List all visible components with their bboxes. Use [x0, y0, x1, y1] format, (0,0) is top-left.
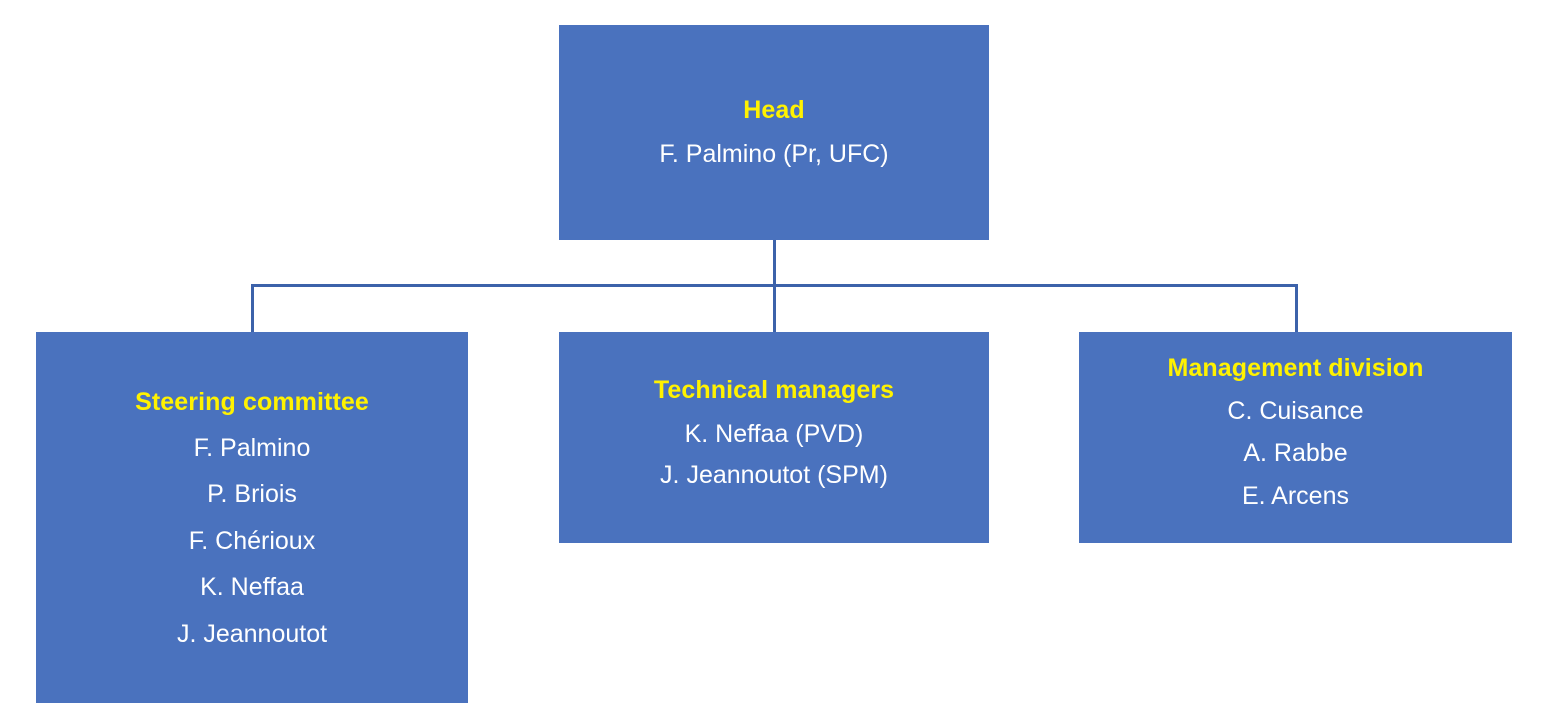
org-member: A. Rabbe [1243, 439, 1348, 467]
connector-head-to-bus [773, 240, 776, 287]
org-member: C. Cuisance [1227, 396, 1364, 425]
org-member: F. Chérioux [188, 526, 316, 555]
org-node-head-members: F. Palmino (Pr, UFC) [659, 140, 888, 170]
connector-bus-to-steering [251, 284, 254, 333]
org-node-management-division: Management division C. Cuisance A. Rabbe… [1079, 332, 1512, 543]
org-node-technical-managers-members: K. Neffaa (PVD) J. Jeannoutot (SPM) [660, 420, 888, 503]
org-node-head-title: Head [743, 96, 805, 124]
org-member: E. Arcens [1241, 481, 1349, 510]
org-member: F. Palmino (Pr, UFC) [659, 139, 889, 168]
org-node-technical-managers: Technical managers K. Neffaa (PVD) J. Je… [559, 332, 989, 543]
org-node-steering-committee-members: F. Palmino P. Briois F. Chérioux K. Neff… [177, 434, 327, 667]
org-node-management-division-title: Management division [1167, 354, 1424, 382]
connector-bus-to-technical [773, 284, 776, 333]
org-node-steering-committee-title: Steering committee [135, 388, 369, 416]
org-member: K. Neffaa (PVD) [684, 419, 864, 448]
org-member: K. Neffaa [200, 573, 304, 601]
org-member: J. Jeannoutot [176, 619, 328, 648]
org-member: F. Palmino [193, 433, 311, 462]
org-node-steering-committee: Steering committee F. Palmino P. Briois … [36, 332, 468, 703]
org-node-head: Head F. Palmino (Pr, UFC) [559, 25, 989, 240]
org-member: P. Briois [207, 480, 297, 508]
connector-bus-to-management [1295, 284, 1298, 333]
org-node-technical-managers-title: Technical managers [653, 376, 895, 404]
org-node-management-division-members: C. Cuisance A. Rabbe E. Arcens [1227, 397, 1363, 525]
org-member: J. Jeannoutot (SPM) [660, 461, 888, 489]
